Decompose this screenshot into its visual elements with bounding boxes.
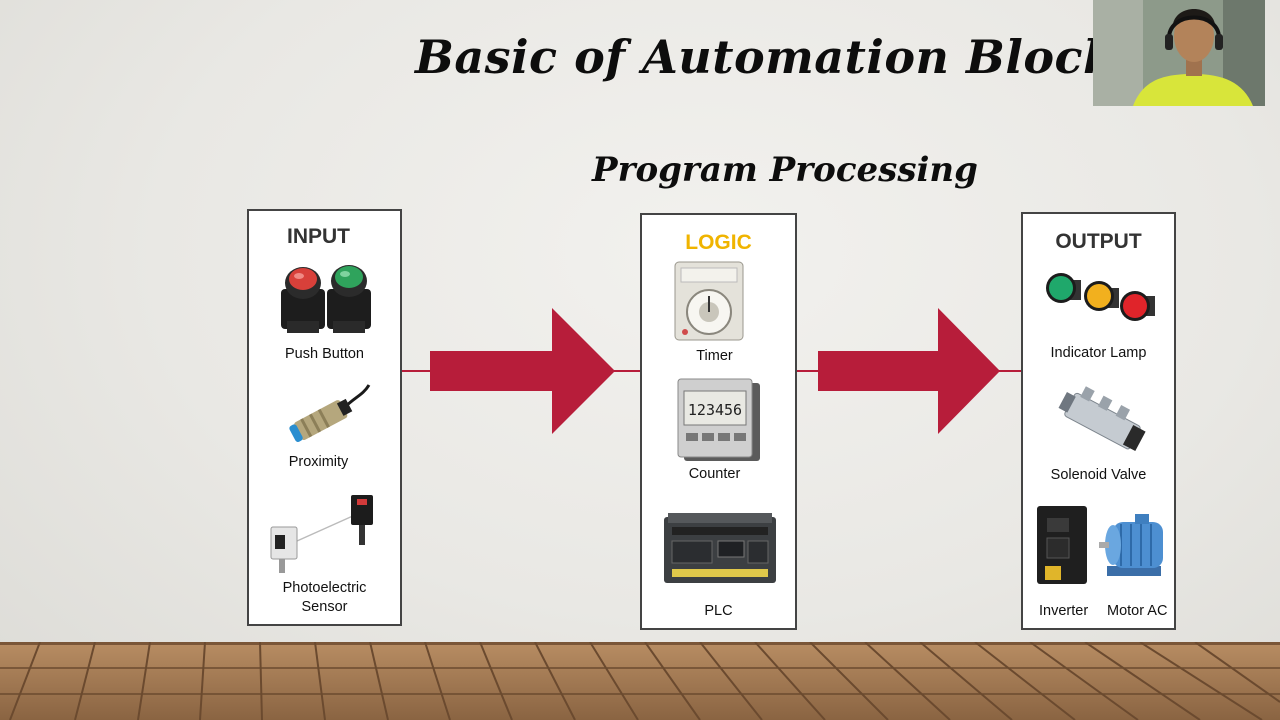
photoelectric-sensor-icon <box>270 495 373 573</box>
logic-heading: LOGIC <box>685 231 752 254</box>
plc-label: PLC <box>704 603 733 619</box>
slide-subtitle: Program Processing <box>592 150 978 190</box>
proximity-label: Proximity <box>288 454 349 470</box>
arrow-logic-to-output <box>818 308 1000 434</box>
timer-icon <box>674 261 744 341</box>
indicator-lamp-icon <box>1046 273 1155 321</box>
push-button-label: Push Button <box>285 346 364 362</box>
input-heading: INPUT <box>287 225 350 248</box>
motor-ac-icon <box>1099 514 1163 576</box>
webcam-overlay <box>1093 0 1265 106</box>
slide-title: Basic of Automation Block <box>415 30 1116 84</box>
input-block: INPUT Push Button Proximity Pho <box>247 209 402 626</box>
counter-icon: 123456 <box>677 378 760 461</box>
inverter-label: Inverter <box>1039 603 1089 619</box>
photoelectric-label-line1: Photoelectric <box>282 580 367 596</box>
counter-display-text: 123456 <box>688 401 742 419</box>
inverter-icon <box>1037 506 1087 584</box>
timer-label: Timer <box>696 348 733 364</box>
wooden-floor <box>0 642 1280 720</box>
plc-icon <box>664 513 776 583</box>
solenoid-valve-label: Solenoid Valve <box>1050 467 1147 483</box>
output-block: OUTPUT Indicator Lamp Solenoid Valve <box>1021 212 1176 630</box>
motor-ac-label: Motor AC <box>1107 603 1168 619</box>
presenter-video-icon <box>1093 0 1265 106</box>
proximity-sensor-icon <box>289 384 371 442</box>
arrow-input-to-logic <box>430 308 615 434</box>
indicator-lamp-label: Indicator Lamp <box>1050 345 1147 361</box>
counter-label: Counter <box>688 466 741 482</box>
solenoid-valve-icon <box>1058 386 1146 452</box>
push-button-icon <box>281 265 371 333</box>
logic-block: LOGIC Timer 123456 Counter PLC <box>640 213 797 630</box>
photoelectric-label-line2: Sensor <box>301 599 348 615</box>
output-heading: OUTPUT <box>1055 230 1142 253</box>
